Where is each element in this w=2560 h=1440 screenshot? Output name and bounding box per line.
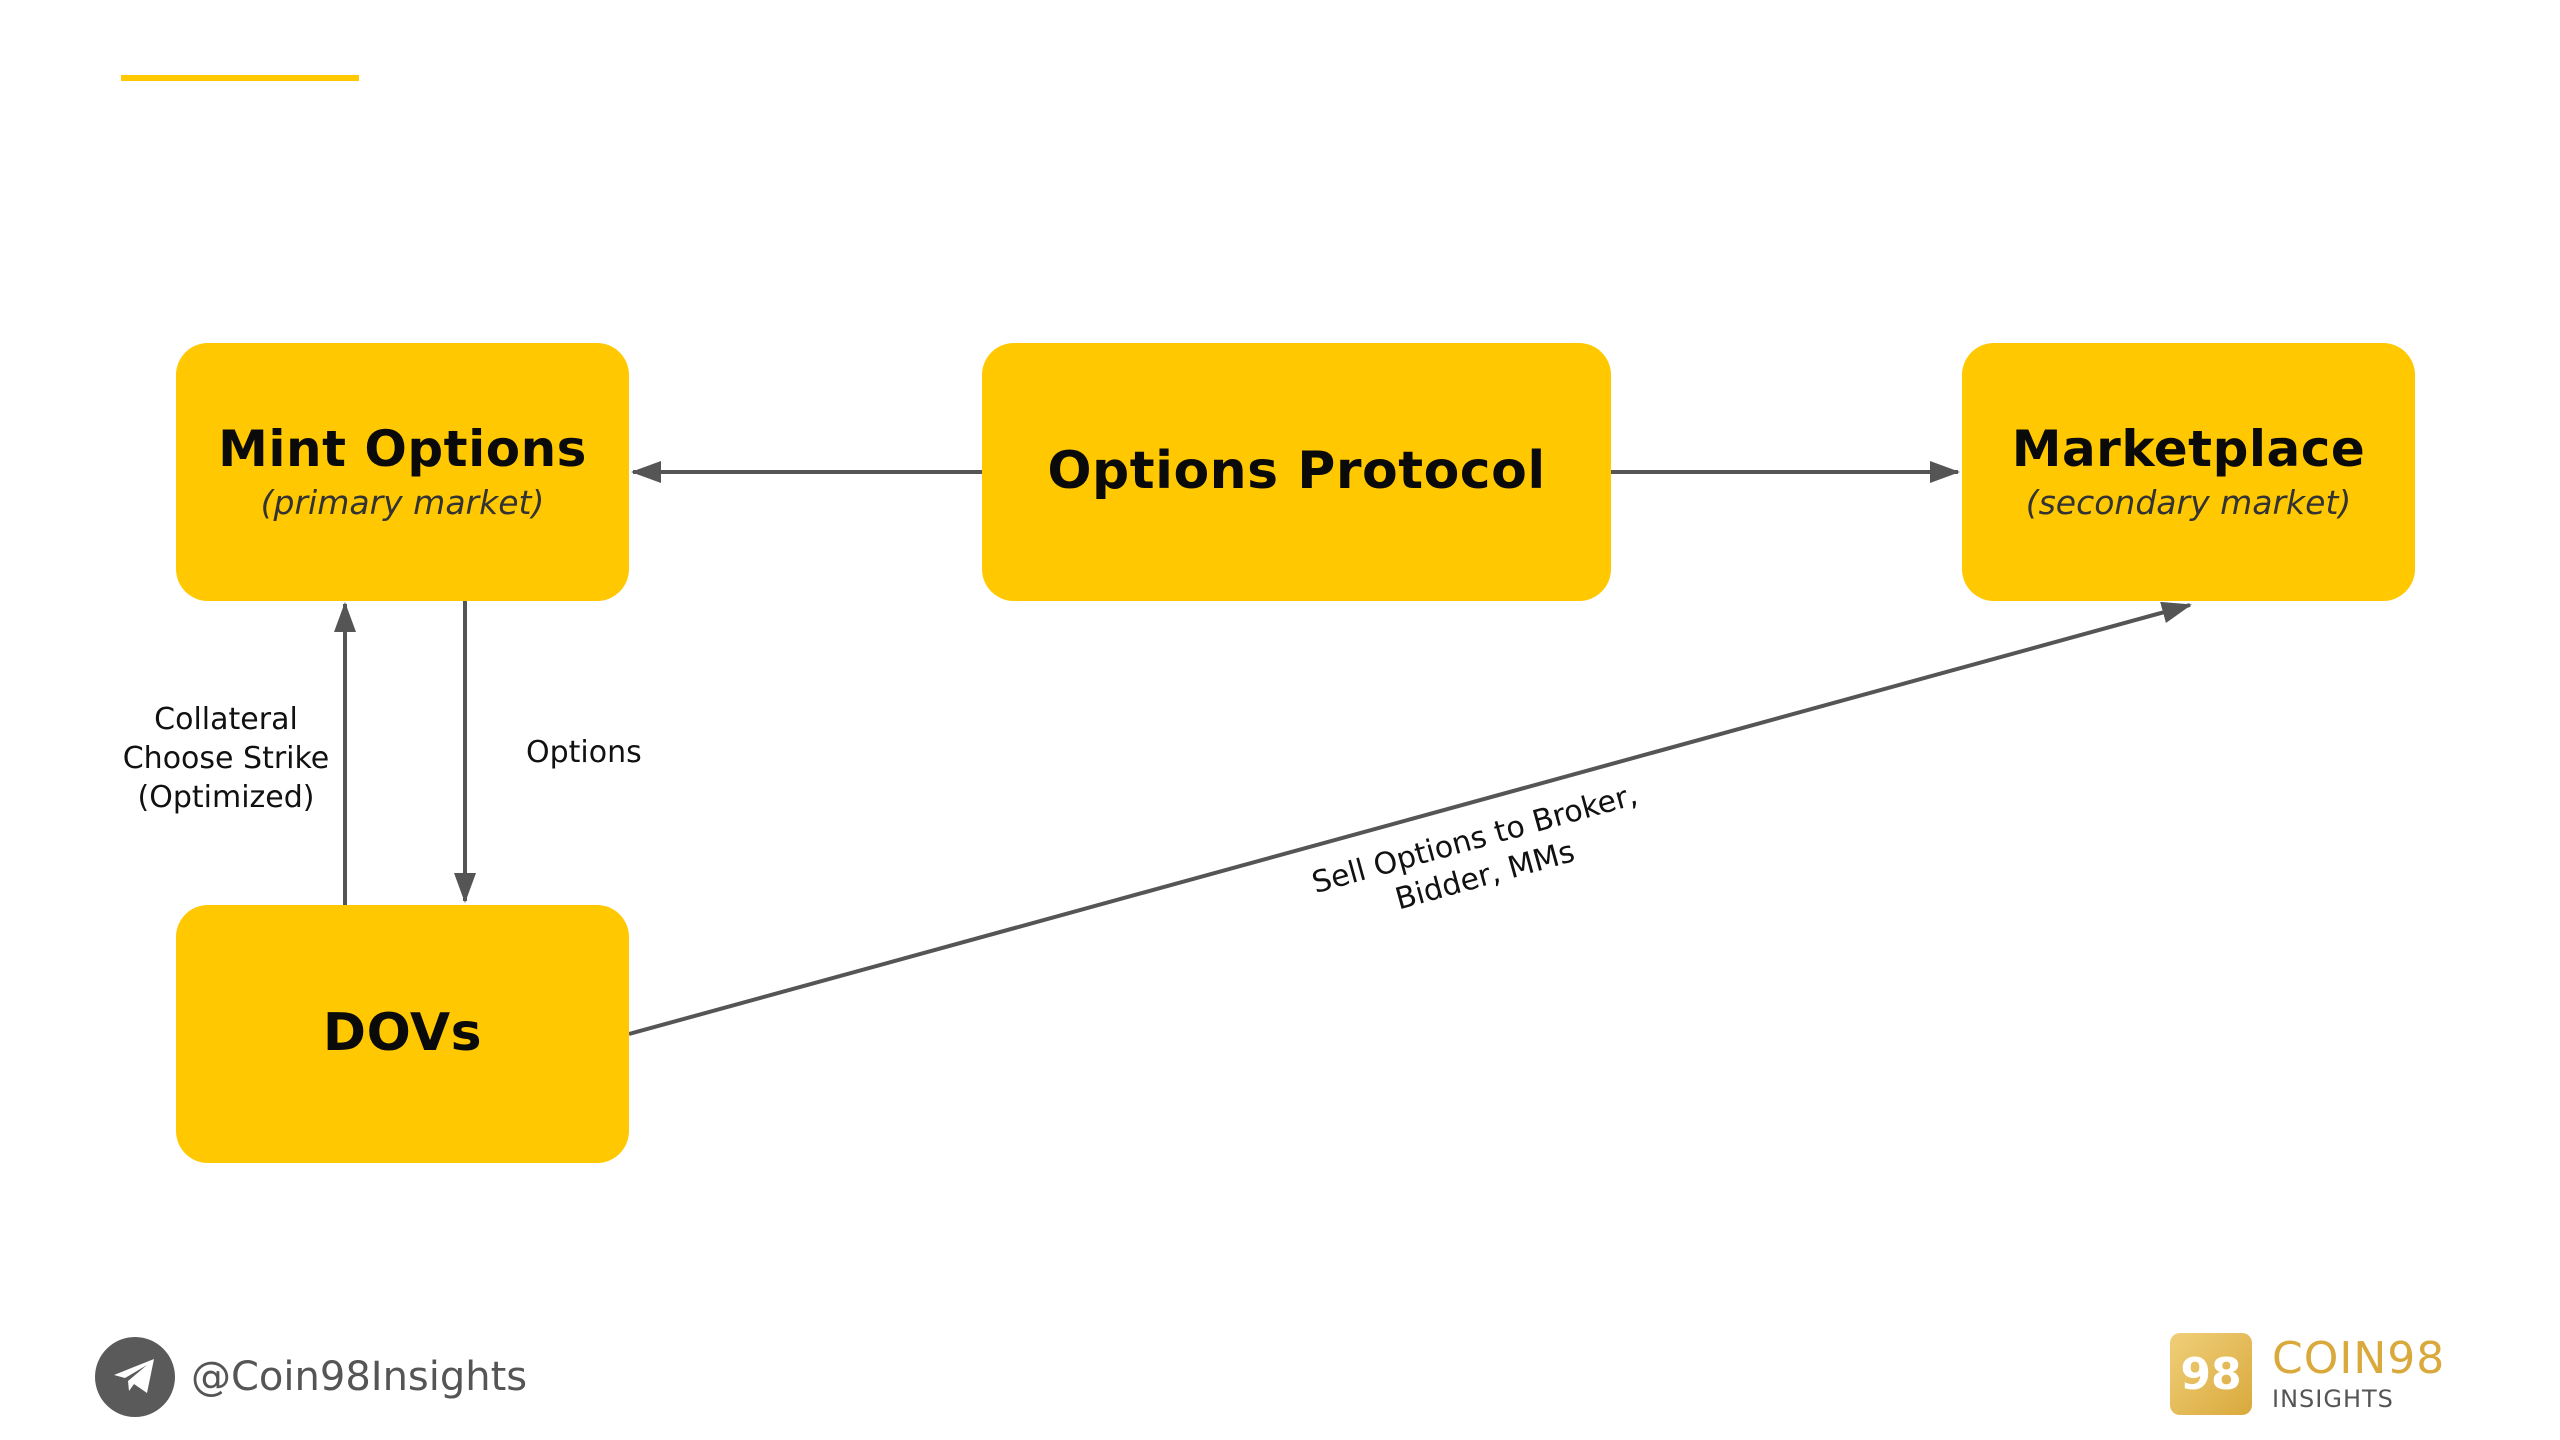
node-dovs: DOVs — [176, 905, 629, 1163]
node-marketplace: Marketplace (secondary market) — [1962, 343, 2415, 601]
node-mint-options-subtitle: (primary market) — [260, 483, 545, 522]
node-marketplace-subtitle: (secondary market) — [2025, 483, 2352, 522]
edge-label-collateral-line: (Optimized) — [137, 780, 315, 815]
brand-mark-logo: 98 — [2170, 1333, 2252, 1415]
node-mint-options: Mint Options (primary market) — [176, 343, 629, 601]
node-mint-options-title: Mint Options — [218, 420, 587, 478]
node-options-protocol-title: Options Protocol — [1047, 441, 1546, 502]
social-handle-text[interactable]: @Coin98Insights — [191, 1354, 528, 1400]
brand-text: COIN98 INSIGHTS — [2272, 1333, 2446, 1413]
edge-label-collateral-line: Choose Strike — [122, 741, 330, 776]
accent-line — [121, 75, 359, 81]
edge-label-options: Options — [526, 735, 642, 770]
brand-name: COIN98 — [2272, 1333, 2446, 1384]
node-dovs-title: DOVs — [322, 1003, 483, 1064]
edge-label-collateral: Collateral Choose Strike (Optimized) — [110, 700, 342, 817]
edge-label-sell-options: Sell Options to Broker, Bidder, MMs — [1287, 771, 1673, 946]
social-handle[interactable]: @Coin98Insights — [95, 1337, 527, 1417]
arrow-dovs-to-marketplace — [628, 601, 2192, 1036]
node-options-protocol: Options Protocol — [982, 343, 1611, 601]
telegram-icon — [95, 1337, 175, 1417]
brand-subtitle: INSIGHTS — [2272, 1385, 2394, 1413]
edge-label-collateral-line: Collateral — [154, 702, 298, 737]
brand-logo: 98 COIN98 INSIGHTS — [2170, 1333, 2445, 1415]
node-marketplace-title: Marketplace — [2011, 420, 2366, 478]
